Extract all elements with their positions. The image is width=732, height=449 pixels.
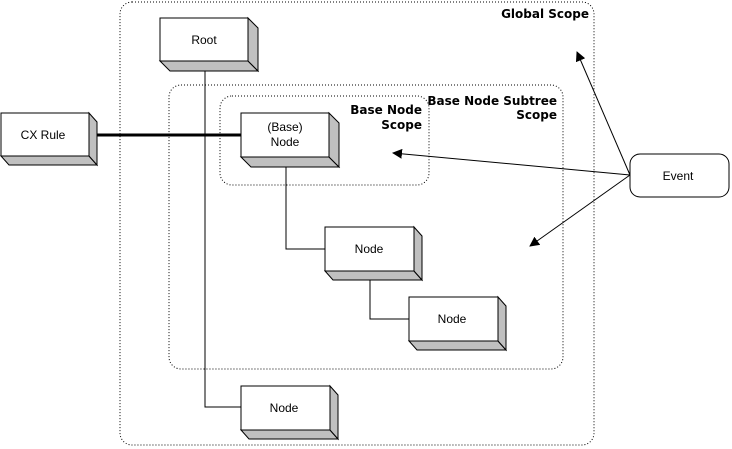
subtree-scope-label-line2: Scope (516, 108, 557, 122)
node-event-shape (629, 153, 730, 198)
node-child-3-label: Node (270, 401, 299, 415)
node-child-1[interactable]: Node (323, 225, 424, 282)
node-root-label: Root (191, 33, 217, 47)
connector-root-to-node (204, 71, 241, 408)
node-child-1-front (324, 226, 415, 272)
base-node-scope-label-line2: Scope (381, 118, 422, 132)
base-node-scope-label-line1: Base Node (350, 103, 422, 117)
node-event-label: Event (663, 169, 694, 183)
node-child-2-label: Node (438, 312, 467, 326)
arrow-event-to-base-node-scope (392, 148, 631, 176)
node-root-bottom-face (158, 60, 260, 72)
node-base-label-line1: (Base) (267, 120, 302, 134)
node-child-1-bottom-face (323, 270, 424, 281)
node-child-2-bottom-face (407, 340, 508, 351)
node-root[interactable]: Root (158, 16, 260, 73)
node-base[interactable]: (Base) Node (239, 111, 341, 169)
subtree-scope-border (168, 84, 564, 370)
node-child-2[interactable]: Node (407, 295, 508, 352)
base-node-scope: Base Node Scope (219, 95, 430, 186)
node-child-3-front (240, 385, 331, 431)
global-scope-label: Global Scope (501, 7, 589, 21)
node-cx-rule[interactable]: CX Rule (0, 111, 99, 167)
connector-base-to-child1 (285, 157, 325, 250)
node-child-3-bottom-face (239, 429, 340, 440)
connector-child1-to-child2 (369, 271, 409, 320)
subtree-scope: Base Node Subtree Scope (168, 84, 564, 370)
global-scope-border (119, 1, 595, 446)
node-child-2-front (408, 296, 499, 342)
node-child-1-right-face (413, 225, 423, 282)
node-child-3-right-face (329, 384, 339, 441)
node-child-2-right-face (497, 295, 507, 352)
arrow-event-to-subtree-scope (529, 174, 631, 247)
node-base-right-face (328, 111, 340, 169)
node-cx-rule-front (0, 112, 90, 157)
node-base-bottom-face (239, 156, 341, 168)
node-cx-rule-label: CX Rule (21, 128, 66, 142)
node-base-label-line2: Node (271, 135, 300, 149)
node-root-right-face (247, 16, 259, 73)
node-event[interactable]: Event (629, 153, 730, 198)
node-base-front (240, 112, 330, 158)
node-child-3[interactable]: Node (239, 384, 340, 441)
subtree-scope-label-line1: Base Node Subtree (427, 94, 557, 108)
node-cx-rule-bottom-face (0, 155, 99, 166)
arrow-event-to-global-scope (575, 51, 631, 176)
node-child-1-label: Node (355, 242, 384, 256)
global-scope: Global Scope (119, 1, 595, 446)
node-root-front (159, 17, 249, 62)
node-cx-rule-right-face (88, 111, 98, 167)
